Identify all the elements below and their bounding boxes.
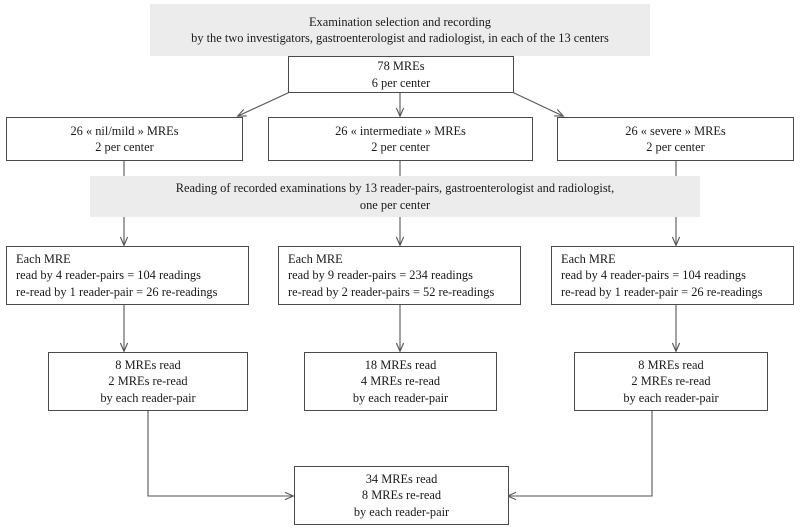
intermediate-line-2: 2 per center	[371, 140, 430, 154]
each-mre-nil-mild-box: Each MRE read by 4 reader-pairs = 104 re…	[6, 246, 249, 305]
reads-intermediate-line-3: by each reader-pair	[352, 390, 449, 405]
each-severe-line-1: Each MRE	[561, 251, 616, 266]
reads-intermediate-box: 18 MREs read 4 MREs re-read by each read…	[304, 352, 497, 411]
severe-line-2: 2 per center	[646, 140, 705, 154]
total-per-reader-pair-box: 34 MREs read 8 MREs re-read by each read…	[294, 466, 509, 525]
reads-nil-mild-box: 8 MREs read 2 MREs re-read by each reade…	[48, 352, 248, 411]
reading-banner: Reading of recorded examinations by 13 r…	[90, 176, 700, 217]
nil-mild-line-2: 2 per center	[95, 140, 154, 154]
edge-total-to-severe	[511, 91, 565, 117]
intermediate-line-1: 26 « intermediate » MREs	[335, 123, 466, 138]
each-severe-line-2: read by 4 reader-pairs = 104 readings	[561, 268, 746, 283]
nil-mild-mres-box: 26 « nil/mild » MREs 2 per center	[6, 117, 243, 161]
total-mres-line-2: 6 per center	[371, 75, 431, 90]
each-intermediate-line-3: re-read by 2 reader-pairs = 52 re-readin…	[288, 284, 495, 299]
total-per-pair-line-3: by each reader-pair	[353, 504, 450, 519]
each-intermediate-line-2: read by 9 reader-pairs = 234 readings	[288, 268, 473, 283]
each-nil-mild-line-3: re-read by 1 reader-pair = 26 re-reading…	[16, 284, 218, 299]
reads-severe-line-1: 8 MREs read	[638, 357, 704, 372]
total-per-pair-line-1: 34 MREs read	[365, 471, 438, 486]
selection-banner: Examination selection and recording by t…	[150, 4, 650, 56]
each-mre-severe-box: Each MRE read by 4 reader-pairs = 104 re…	[551, 246, 794, 305]
reads-nil-mild-line-2: 2 MREs re-read	[108, 374, 188, 389]
nil-mild-line-1: 26 « nil/mild » MREs	[70, 123, 179, 138]
intermediate-mres-box: 26 « intermediate » MREs 2 per center	[268, 117, 533, 161]
each-nil-mild-line-2: read by 4 reader-pairs = 104 readings	[16, 268, 201, 283]
total-mres-line-1: 78 MREs	[377, 59, 425, 74]
each-mre-intermediate-box: Each MRE read by 9 reader-pairs = 234 re…	[278, 246, 521, 305]
edge-reads-severe-to-total	[506, 411, 653, 501]
each-intermediate-line-1: Each MRE	[288, 251, 343, 266]
severe-mres-box: 26 « severe » MREs 2 per center	[557, 117, 794, 161]
selection-banner-line-2: by the two investigators, gastroenterolo…	[191, 31, 609, 45]
reading-banner-line-1: Reading of recorded examinations by 13 r…	[175, 181, 615, 196]
reads-severe-box: 8 MREs read 2 MREs re-read by each reade…	[574, 352, 768, 411]
reads-intermediate-line-2: 4 MREs re-read	[360, 374, 441, 389]
edge-total-to-nil-mild	[236, 91, 291, 117]
each-nil-mild-line-1: Each MRE	[16, 251, 71, 266]
reads-severe-line-2: 2 MREs re-read	[631, 374, 711, 389]
total-per-pair-line-2: 8 MREs re-read	[361, 488, 442, 503]
each-severe-line-3: re-read by 1 reader-pair = 26 re-reading…	[561, 284, 763, 299]
reads-severe-line-3: by each reader-pair	[623, 390, 719, 405]
reads-intermediate-line-1: 18 MREs read	[364, 357, 437, 372]
total-mres-box: 78 MREs 6 per center	[288, 56, 514, 93]
selection-banner-line-1: Examination selection and recording	[308, 14, 491, 29]
edge-reads-nil-mild-to-total	[147, 411, 295, 501]
reads-nil-mild-line-3: by each reader-pair	[100, 390, 196, 405]
reads-nil-mild-line-1: 8 MREs read	[115, 357, 181, 372]
severe-line-1: 26 « severe » MREs	[625, 123, 726, 138]
reading-banner-line-2: one per center	[359, 197, 431, 212]
